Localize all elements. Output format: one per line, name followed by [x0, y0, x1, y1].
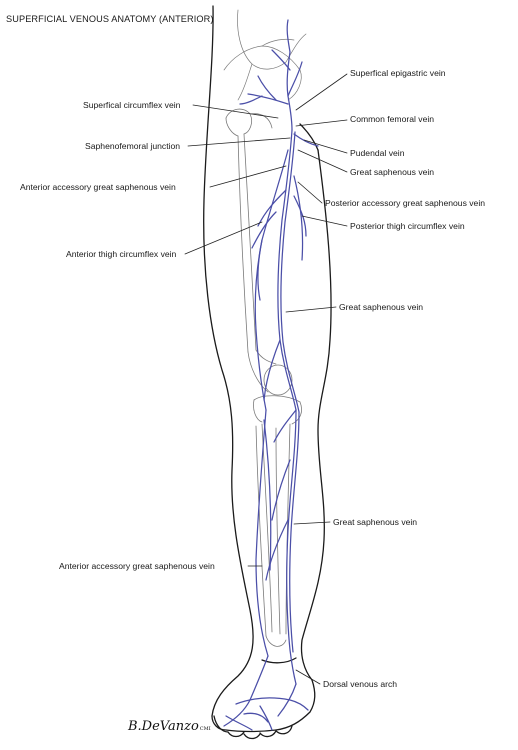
label-great-saphenous-vein-leg: Great saphenous vein [333, 517, 418, 527]
label-posterior-accessory-gsv: Posterior accessory great saphenous vein [325, 198, 486, 208]
diagram-title: SUPERFICIAL VENOUS ANATOMY (ANTERIOR) [6, 14, 214, 24]
label-anterior-accessory-gsv-leg: Anterior accessory great saphenous vein [59, 561, 215, 571]
leader-lines [184, 73, 348, 685]
leg-silhouette [203, 5, 332, 740]
signature-name: B.DeVanzo [128, 719, 199, 734]
label-dorsal-venous-arch: Dorsal venous arch [323, 679, 398, 689]
label-common-femoral-vein: Common femoral vein [350, 114, 435, 124]
label-anterior-thigh-circumflex-vein: Anterior thigh circumflex vein [66, 249, 177, 259]
signature-suffix: CMI [199, 726, 211, 732]
artist-signature: B.DeVanzoCMI [128, 719, 211, 734]
label-saphenofemoral-junction: Saphenofemoral junction [85, 141, 181, 151]
label-pudendal-vein: Pudendal vein [350, 148, 405, 158]
label-posterior-thigh-circumflex-vein: Posterior thigh circumflex vein [350, 221, 465, 231]
label-anterior-accessory-gsv-upper: Anterior accessory great saphenous vein [20, 182, 176, 192]
label-superficial-circumflex-vein: Superfical circumflex vein [83, 100, 181, 110]
pelvis-outline [223, 9, 307, 101]
label-great-saphenous-vein-upper: Great saphenous vein [350, 167, 435, 177]
tibia-fibula-outline [255, 423, 291, 647]
label-great-saphenous-vein-thigh: Great saphenous vein [339, 302, 424, 312]
label-superficial-epigastric-vein: Superfical epigastric vein [350, 68, 446, 78]
venous-network [223, 19, 319, 731]
